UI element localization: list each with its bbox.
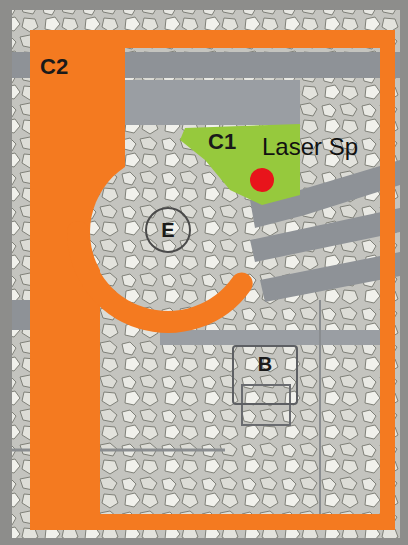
laser-spot: [250, 168, 274, 192]
terminal-label: C1: [208, 130, 236, 154]
contact-region: E: [143, 205, 193, 255]
collector-frame: [380, 30, 395, 530]
terminal-label: E: [143, 205, 193, 255]
contact-region: B: [232, 345, 298, 405]
base-contact: [242, 385, 290, 425]
collector-frame: [30, 30, 395, 48]
annotation-label: Laser Sp: [262, 133, 358, 161]
collector-frame: [30, 514, 395, 530]
base-outline: [233, 346, 297, 404]
terminal-label: B: [232, 353, 298, 375]
terminal-label: C2: [40, 55, 68, 79]
